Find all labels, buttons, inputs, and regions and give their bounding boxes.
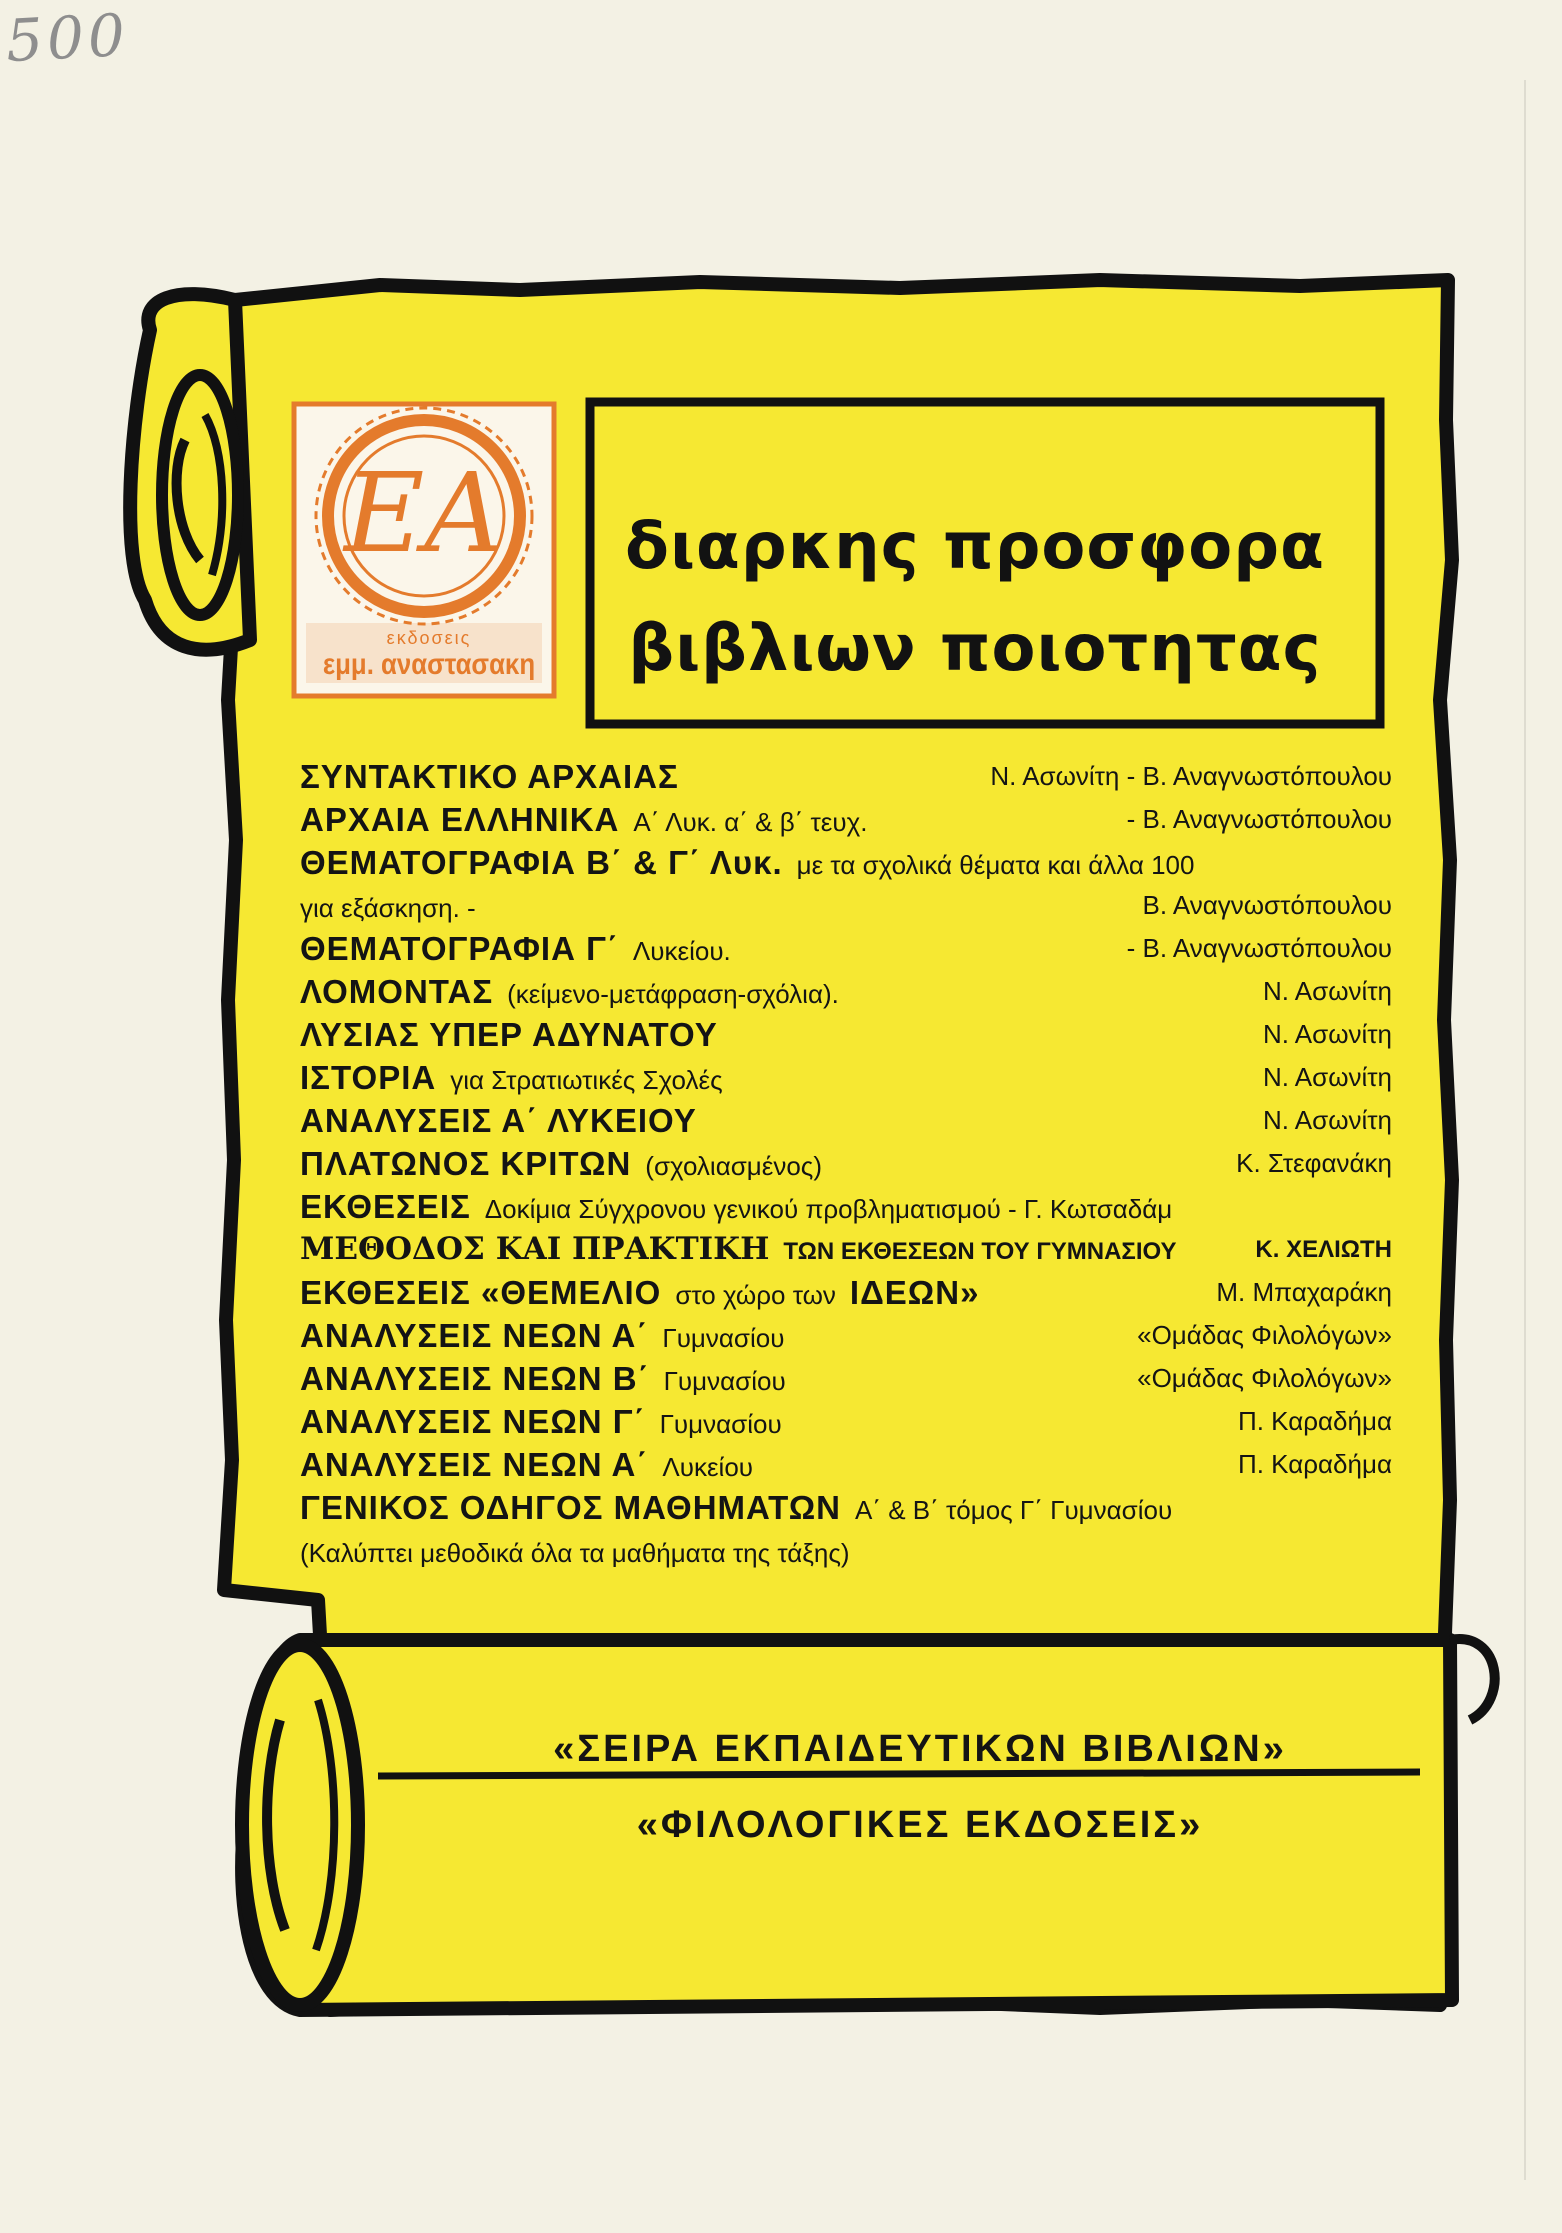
book-author: Κ. ΧΕΛΙΩΤΗ bbox=[1255, 1236, 1392, 1263]
book-author: «Ομάδας Φιλολόγων» bbox=[1137, 1320, 1392, 1350]
list-item: ΙΣΤΟΡΙΑ για Στρατιωτικές Σχολές Ν. Ασωνίτ… bbox=[300, 1056, 1392, 1099]
list-item: ΓΕΝΙΚΟΣ ΟΔΗΓΟΣ ΜΑΘΗΜΑΤΩΝ Α΄ & Β΄ τόμος Γ΄… bbox=[300, 1486, 1392, 1529]
book-desc: Α΄ Λυκ. α΄ & β΄ τευχ. bbox=[633, 807, 868, 837]
list-item: ΑΝΑΛΥΣΕΙΣ Α΄ ΛΥΚΕΙΟΥ Ν. Ασωνίτη bbox=[300, 1099, 1392, 1142]
book-title: ΘΕΜΑΤΟΓΡΑΦΙΑ Γ΄ bbox=[300, 930, 619, 967]
book-title: ΑΝΑΛΥΣΕΙΣ ΝΕΩΝ Γ΄ bbox=[300, 1403, 646, 1440]
book-desc: (κείμενο-μετάφραση-σχόλια). bbox=[507, 979, 839, 1009]
slogan-line-2: βιβλιων ποιοτητας bbox=[628, 612, 1322, 686]
book-author: Ν. Ασωνίτη bbox=[1263, 1105, 1392, 1135]
book-title: ΑΝΑΛΥΣΕΙΣ ΝΕΩΝ Α΄ bbox=[300, 1317, 649, 1354]
footer-divider bbox=[377, 1768, 1421, 1780]
book-desc: Λυκείου. bbox=[632, 936, 731, 966]
series-title: «ΣΕΙΡΑ ΕΚΠΑΙΔΕΥΤΙΚΩΝ ΒΙΒΛΙΩΝ» bbox=[553, 1728, 1287, 1770]
book-desc: για εξάσκηση. - bbox=[300, 893, 476, 923]
book-author: - Β. Αναγνωστόπουλου bbox=[1126, 804, 1392, 834]
book-title-continued: ΙΔΕΩΝ» bbox=[849, 1274, 980, 1311]
book-title: ΕΚΘΕΣΕΙΣ bbox=[300, 1188, 471, 1225]
book-desc: Γυμνασίου bbox=[663, 1366, 786, 1396]
book-title: ΕΚΘΕΣΕΙΣ «ΘΕΜΕΛΙΟ bbox=[300, 1274, 662, 1311]
book-title: ΜΕΘΟΔΟΣ ΚΑΙ ΠΡΑΚΤΙΚΗ bbox=[300, 1231, 770, 1267]
list-item: ΛΥΣΙΑΣ ΥΠΕΡ ΑΔΥΝΑΤΟΥ Ν. Ασωνίτη bbox=[300, 1013, 1392, 1056]
book-author: Β. Αναγνωστόπουλου bbox=[1142, 890, 1392, 920]
list-item: ΑΝΑΛΥΣΕΙΣ ΝΕΩΝ Α΄ Γυμνασίου «Ομάδας Φιλολ… bbox=[300, 1314, 1392, 1357]
book-title: ΓΕΝΙΚΟΣ ΟΔΗΓΟΣ ΜΑΘΗΜΑΤΩΝ bbox=[300, 1489, 841, 1526]
book-title: ΛΟΜΟΝΤΑΣ bbox=[300, 973, 494, 1010]
book-desc: στο χώρο των bbox=[675, 1280, 836, 1310]
slogan-line-1: διαρκης προσφορα bbox=[625, 510, 1325, 584]
logo-small-text: εκδοσεις bbox=[386, 628, 472, 648]
book-author: «Ομάδας Φιλολόγων» bbox=[1137, 1363, 1392, 1393]
book-list: ΣΥΝΤΑΚΤΙΚΟ ΑΡΧΑΙΑΣ Ν. Ασωνίτη - Β. Αναγν… bbox=[300, 755, 1392, 1572]
list-item: ΣΥΝΤΑΚΤΙΚΟ ΑΡΧΑΙΑΣ Ν. Ασωνίτη - Β. Αναγν… bbox=[300, 755, 1392, 798]
book-desc: Α΄ & Β΄ τόμος Γ΄ Γυμνασίου bbox=[854, 1495, 1173, 1525]
book-title: ΙΣΤΟΡΙΑ bbox=[300, 1059, 437, 1096]
book-title: ΠΛΑΤΩΝΟΣ ΚΡΙΤΩΝ bbox=[300, 1145, 632, 1182]
list-item: ΠΛΑΤΩΝΟΣ ΚΡΙΤΩΝ (σχολιασμένος) Κ. Στεφανά… bbox=[300, 1142, 1392, 1185]
list-item: ΘΕΜΑΤΟΓΡΑΦΙΑ Β΄ & Γ΄ Λυκ. με τα σχολικά θ… bbox=[300, 841, 1392, 884]
book-desc: Γυμνασίου bbox=[662, 1323, 785, 1353]
book-author: Π. Καραδήμα bbox=[1237, 1406, 1392, 1436]
book-desc: Δοκίμια Σύγχρονου γενικού προβληματισμού… bbox=[484, 1194, 1173, 1224]
book-desc: (σχολιασμένος) bbox=[645, 1151, 822, 1181]
book-author: - Β. Αναγνωστόπουλου bbox=[1126, 933, 1392, 963]
publisher-logo: ΕΑ εκδοσεις εμμ. αναστασακη bbox=[286, 398, 562, 702]
list-item: ΕΚΘΕΣΕΙΣ «ΘΕΜΕΛΙΟ στο χώρο των ΙΔΕΩΝ» Μ. Μ… bbox=[300, 1271, 1392, 1314]
imprint-title: «ΦΙΛΟΛΟΓΙΚΕΣ ΕΚΔΟΣΕΙΣ» bbox=[636, 1804, 1204, 1846]
list-item: ΘΕΜΑΤΟΓΡΑΦΙΑ Γ΄ Λυκείου. - Β. Αναγνωστόπο… bbox=[300, 927, 1392, 970]
book-desc: για Στρατιωτικές Σχολές bbox=[450, 1065, 723, 1095]
book-author: Ν. Ασωνίτη - Β. Αναγνωστόπουλου bbox=[990, 761, 1392, 791]
book-author: Ν. Ασωνίτη bbox=[1263, 976, 1392, 1006]
list-item: ΑΡΧΑΙΑ ΕΛΛΗΝΙΚΑ Α΄ Λυκ. α΄ & β΄ τευχ. - Β… bbox=[300, 798, 1392, 841]
list-item: ΜΕΘΟΔΟΣ ΚΑΙ ΠΡΑΚΤΙΚΗ ΤΩΝ ΕΚΘΕΣΕΩΝ ΤΟΥ ΓΥΜ… bbox=[300, 1228, 1392, 1271]
list-item: για εξάσκηση. - Β. Αναγνωστόπουλου bbox=[300, 884, 1392, 927]
book-title: ΑΡΧΑΙΑ ΕΛΛΗΝΙΚΑ bbox=[300, 801, 620, 838]
book-desc: Λυκείου bbox=[662, 1452, 754, 1482]
book-desc: ΤΩΝ ΕΚΘΕΣΕΩΝ ΤΟΥ ΓΥΜΝΑΣΙΟΥ bbox=[783, 1238, 1177, 1265]
book-desc: Γυμνασίου bbox=[659, 1409, 782, 1439]
book-title: ΑΝΑΛΥΣΕΙΣ ΝΕΩΝ Α΄ bbox=[300, 1446, 649, 1483]
list-item: ΛΟΜΟΝΤΑΣ (κείμενο-μετάφραση-σχόλια). Ν. Α… bbox=[300, 970, 1392, 1013]
book-author: Μ. Μπαχαράκη bbox=[1216, 1277, 1392, 1307]
book-desc: (Καλύπτει μεθοδικά όλα τα μαθήματα της τ… bbox=[300, 1538, 850, 1568]
book-title: ΘΕΜΑΤΟΓΡΑΦΙΑ Β΄ & Γ΄ Λυκ. bbox=[300, 844, 783, 881]
book-title: ΣΥΝΤΑΚΤΙΚΟ ΑΡΧΑΙΑΣ bbox=[300, 758, 679, 795]
logo-monogram: ΕΑ bbox=[344, 449, 504, 577]
list-item: (Καλύπτει μεθοδικά όλα τα μαθήματα της τ… bbox=[300, 1529, 1392, 1572]
list-item: ΑΝΑΛΥΣΕΙΣ ΝΕΩΝ Γ΄ Γυμνασίου Π. Καραδήμα bbox=[300, 1400, 1392, 1443]
book-desc: με τα σχολικά θέματα και άλλα 100 bbox=[796, 850, 1195, 880]
list-item: ΑΝΑΛΥΣΕΙΣ ΝΕΩΝ Α΄ Λυκείου Π. Καραδήμα bbox=[300, 1443, 1392, 1486]
bottom-roll-end bbox=[235, 1638, 365, 2012]
list-item: ΕΚΘΕΣΕΙΣ Δοκίμια Σύγχρονου γενικού προβλη… bbox=[300, 1185, 1392, 1228]
book-author: Ν. Ασωνίτη bbox=[1263, 1062, 1392, 1092]
book-title: ΑΝΑΛΥΣΕΙΣ ΝΕΩΝ Β΄ bbox=[300, 1360, 650, 1397]
page-edge-line bbox=[1524, 80, 1526, 2180]
logo-publisher-name: εμμ. αναστασακη bbox=[322, 648, 536, 681]
book-title: ΑΝΑΛΥΣΕΙΣ Α΄ ΛΥΚΕΙΟΥ bbox=[300, 1102, 697, 1139]
book-author: Κ. Στεφανάκη bbox=[1236, 1148, 1392, 1178]
book-title: ΛΥΣΙΑΣ ΥΠΕΡ ΑΔΥΝΑΤΟΥ bbox=[300, 1016, 718, 1053]
book-author: Π. Καραδήμα bbox=[1237, 1449, 1392, 1479]
list-item: ΑΝΑΛΥΣΕΙΣ ΝΕΩΝ Β΄ Γυμνασίου «Ομάδας Φιλολ… bbox=[300, 1357, 1392, 1400]
slogan-frame bbox=[585, 397, 1385, 729]
book-author: Ν. Ασωνίτη bbox=[1263, 1019, 1392, 1049]
